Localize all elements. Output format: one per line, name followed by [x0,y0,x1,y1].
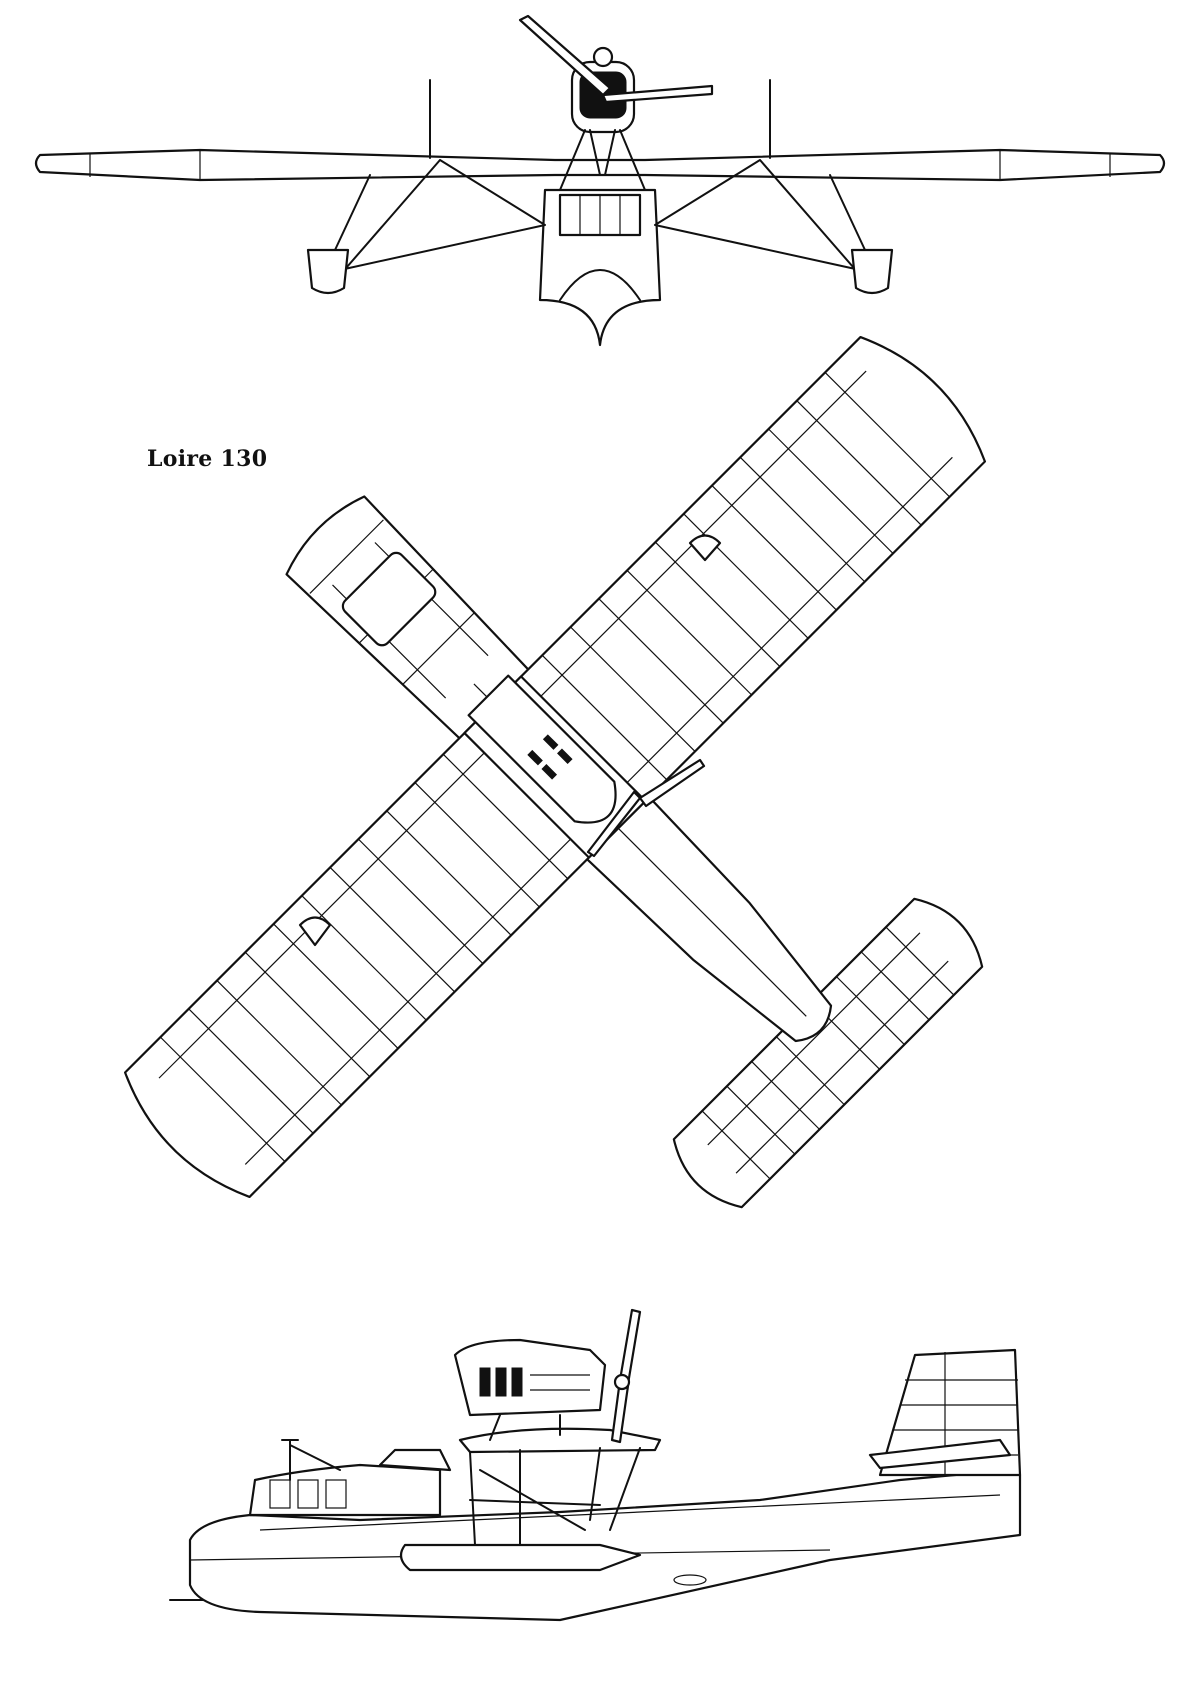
front-view [34,14,1166,347]
side-view [169,1308,1022,1622]
front-view-float-left [306,248,350,295]
plan-view-propeller [638,758,706,808]
plan-view-engine [467,674,617,824]
front-view-float-right [850,248,894,295]
front-view-propeller [518,14,612,97]
plan-view-float-lower [298,916,332,947]
plan-view-tailplane [672,897,984,1209]
aircraft-title: Loire 130 [147,446,268,472]
front-view-wing [34,148,1166,182]
side-view-propeller [618,1308,642,1386]
side-view-wing [458,1427,662,1454]
side-view-engine [453,1338,607,1417]
side-view-tailplane [868,1438,1012,1470]
plan-view [123,335,987,1209]
side-view-sponson [399,1543,642,1572]
plan-view-float-upper [688,534,722,562]
